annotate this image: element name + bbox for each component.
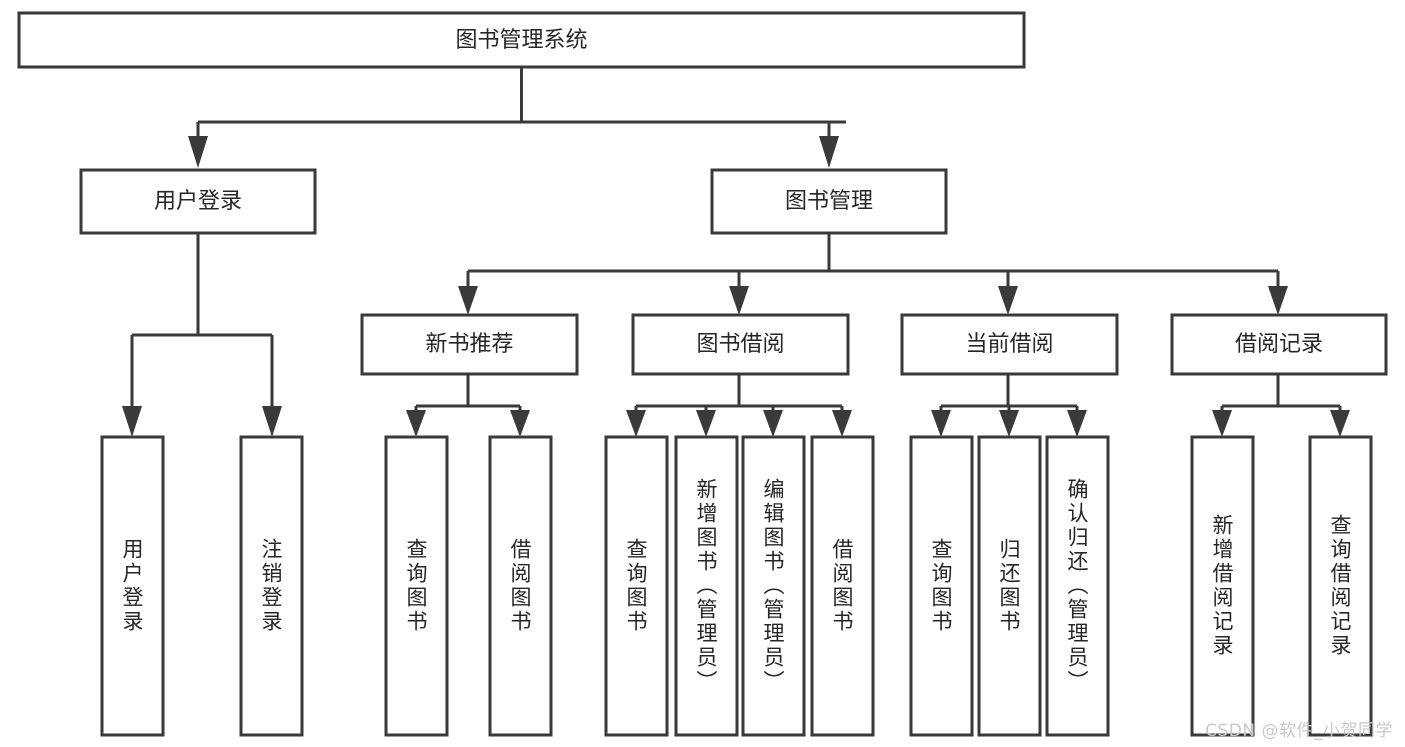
- node-leaf-query-book-2-rect[interactable]: [604, 435, 669, 737]
- node-leaf-query-book-1[interactable]: 查询图书: [384, 435, 449, 737]
- node-current-borrow-rect[interactable]: [900, 313, 1119, 376]
- arrow-to-book-borrow: [729, 286, 749, 315]
- arrow-current-borrow-leaf-1: [931, 410, 951, 437]
- node-new-book-recommend[interactable]: 新书推荐: [360, 313, 579, 376]
- node-new-book-recommend-rect[interactable]: [360, 313, 579, 376]
- node-leaf-edit-book-label: 编辑图书（管理员）: [761, 478, 785, 694]
- node-current-borrow[interactable]: 当前借阅: [900, 313, 1119, 376]
- arrow-new-book-leaf-2: [510, 410, 530, 437]
- arrow-book-borrow-leaf-4: [832, 410, 852, 437]
- arrow-user-login-leaf-2: [262, 406, 282, 437]
- node-leaf-add-record[interactable]: 新增借阅记录: [1190, 435, 1255, 737]
- node-leaf-query-record-label: 查询借阅记录: [1328, 514, 1352, 658]
- node-book-borrow[interactable]: 图书借阅: [631, 313, 850, 376]
- node-leaf-return-book-rect[interactable]: [977, 435, 1042, 737]
- node-leaf-confirm-return-label: 确认归还（管理员）: [1065, 478, 1089, 694]
- node-leaf-user-logout-rect[interactable]: [239, 435, 304, 737]
- node-leaf-borrow-book-2-label: 借阅图书: [830, 538, 854, 634]
- node-leaf-confirm-return[interactable]: 确认归还（管理员）: [1045, 435, 1110, 737]
- node-leaf-add-record-rect[interactable]: [1190, 435, 1255, 737]
- node-root-rect[interactable]: [17, 11, 1026, 69]
- node-book-management[interactable]: 图书管理: [710, 168, 948, 235]
- node-user-login[interactable]: 用户登录: [79, 168, 317, 235]
- node-borrow-record-rect[interactable]: [1170, 313, 1388, 376]
- node-book-management-label: 图书管理: [785, 189, 873, 214]
- node-leaf-user-login[interactable]: 用户登录: [100, 435, 165, 737]
- node-current-borrow-label: 当前借阅: [965, 332, 1053, 357]
- node-leaf-borrow-book-2[interactable]: 借阅图书: [810, 435, 875, 737]
- node-leaf-add-book-rect[interactable]: [674, 435, 739, 737]
- connector-layer: [122, 67, 1350, 437]
- node-leaf-confirm-return-rect[interactable]: [1045, 435, 1110, 737]
- node-root-label: 图书管理系统: [455, 28, 587, 53]
- node-leaf-query-book-1-rect[interactable]: [384, 435, 449, 737]
- node-leaf-user-logout-label: 注销登录: [259, 538, 283, 634]
- node-book-management-rect[interactable]: [710, 168, 948, 235]
- node-borrow-record-label: 借阅记录: [1235, 332, 1323, 357]
- arrow-to-borrow-record: [1268, 286, 1288, 315]
- arrow-to-new-book-recommend: [458, 286, 478, 315]
- node-root[interactable]: 图书管理系统: [17, 11, 1026, 69]
- node-leaf-query-book-3-rect[interactable]: [909, 435, 974, 737]
- node-leaf-borrow-book-2-rect[interactable]: [810, 435, 875, 737]
- arrow-root-to-book-management: [819, 136, 839, 168]
- node-leaf-user-login-label: 用户登录: [120, 538, 144, 634]
- node-leaf-add-book-label: 新增图书（管理员）: [694, 478, 718, 694]
- node-leaf-borrow-book-1-label: 借阅图书: [508, 538, 532, 634]
- arrow-borrow-record-leaf-1: [1212, 410, 1232, 437]
- node-leaf-add-book[interactable]: 新增图书（管理员）: [674, 435, 739, 737]
- node-leaf-edit-book-rect[interactable]: [741, 435, 806, 737]
- node-leaf-return-book[interactable]: 归还图书: [977, 435, 1042, 737]
- arrow-user-login-leaf-1: [122, 406, 142, 437]
- node-leaf-query-record-rect[interactable]: [1308, 435, 1373, 737]
- node-book-borrow-label: 图书借阅: [696, 332, 784, 357]
- node-leaf-edit-book[interactable]: 编辑图书（管理员）: [741, 435, 806, 737]
- node-borrow-record[interactable]: 借阅记录: [1170, 313, 1388, 376]
- arrow-current-borrow-leaf-3: [1067, 410, 1087, 437]
- node-leaf-borrow-book-1[interactable]: 借阅图书: [488, 435, 553, 737]
- arrow-new-book-leaf-1: [406, 410, 426, 437]
- node-leaf-return-book-label: 归还图书: [997, 538, 1021, 634]
- node-leaf-user-logout[interactable]: 注销登录: [239, 435, 304, 737]
- node-leaf-borrow-book-1-rect[interactable]: [488, 435, 553, 737]
- node-leaf-query-book-2-label: 查询图书: [624, 538, 648, 634]
- node-leaf-query-book-2[interactable]: 查询图书: [604, 435, 669, 737]
- arrow-current-borrow-leaf-2: [999, 410, 1019, 437]
- node-user-login-label: 用户登录: [154, 189, 242, 214]
- node-leaf-query-record[interactable]: 查询借阅记录: [1308, 435, 1373, 737]
- node-book-borrow-rect[interactable]: [631, 313, 850, 376]
- arrow-to-current-borrow: [998, 286, 1018, 315]
- node-leaf-query-book-3[interactable]: 查询图书: [909, 435, 974, 737]
- node-leaf-query-book-3-label: 查询图书: [929, 538, 953, 634]
- arrow-borrow-record-leaf-2: [1330, 410, 1350, 437]
- arrow-root-to-user-login: [188, 136, 208, 168]
- arrow-book-borrow-leaf-3: [763, 410, 783, 437]
- node-user-login-rect[interactable]: [79, 168, 317, 235]
- arrow-book-borrow-leaf-2: [696, 410, 716, 437]
- arrow-book-borrow-leaf-1: [626, 410, 646, 437]
- node-leaf-user-login-rect[interactable]: [100, 435, 165, 737]
- node-leaf-add-record-label: 新增借阅记录: [1210, 514, 1234, 658]
- node-new-book-recommend-label: 新书推荐: [425, 332, 513, 357]
- node-leaf-query-book-1-label: 查询图书: [404, 538, 428, 634]
